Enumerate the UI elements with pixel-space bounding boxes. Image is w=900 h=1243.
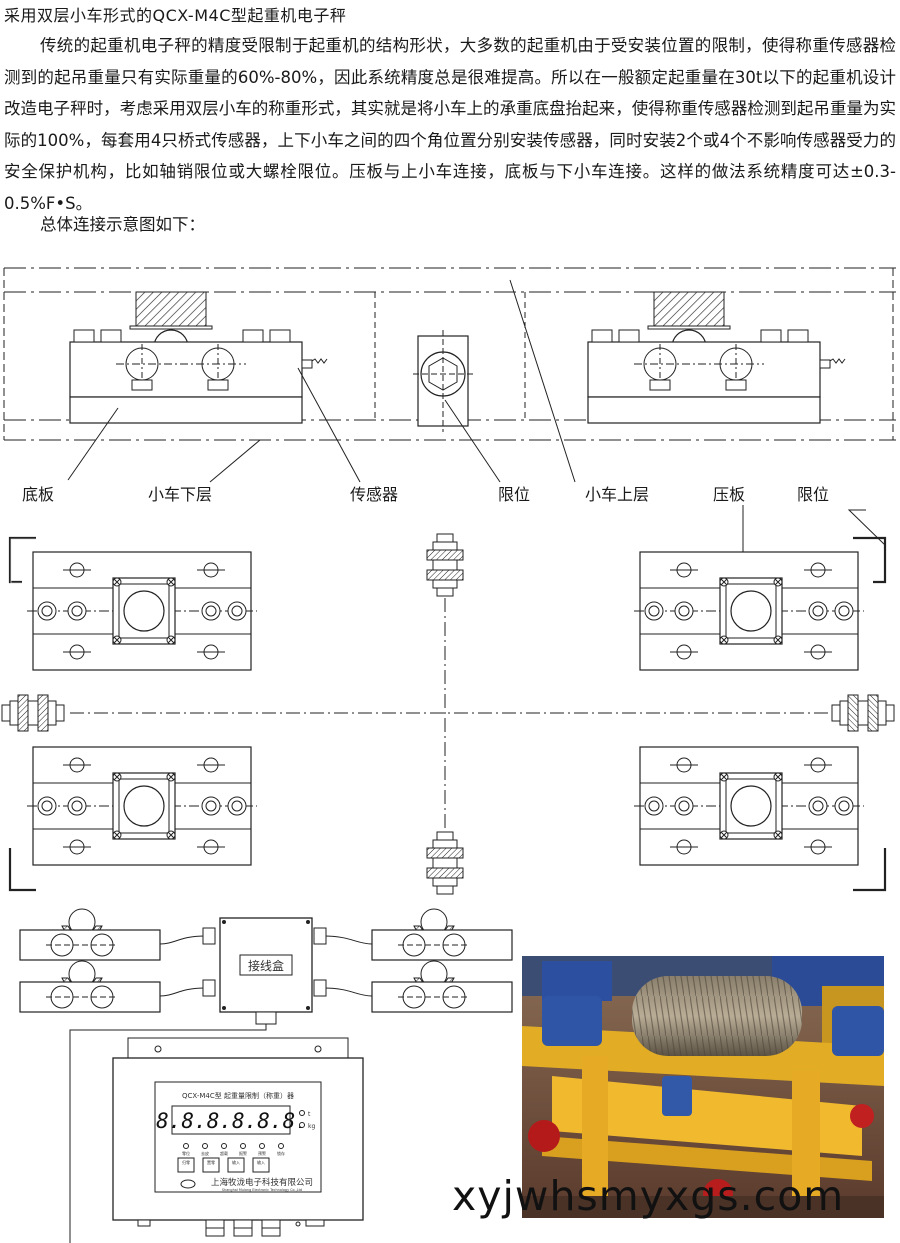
status-led-label: 零位 <box>182 1150 190 1156</box>
company-name-en: Shanghai Mulong Electronic Technology Co… <box>222 1188 302 1192</box>
corner-block-bottom-right <box>633 746 865 866</box>
status-led <box>259 1143 265 1149</box>
weighing-controller: QCX-M4C型 起重量限制（称重）器 8.8.8.8.8.8. t kg 零位… <box>112 1037 364 1237</box>
limit-bolt-bottom <box>426 831 464 895</box>
controller-key[interactable] <box>202 1157 220 1173</box>
label-base-plate: 底板 <box>22 485 54 504</box>
status-led <box>221 1143 227 1149</box>
controller-key[interactable] <box>227 1157 245 1173</box>
status-led-label: 预警 <box>258 1150 266 1156</box>
connection-diagram: 底板 小车下层 传感器 限位 小车上层 压板 限位 <box>1 267 896 1243</box>
description-paragraph: 传统的起重机电子秤的精度受限制于起重机的结构形状，大多数的起重机由于受安装位置的… <box>4 36 896 213</box>
label-lower-trolley: 小车下层 <box>148 485 212 504</box>
controller-key-label: 输入 <box>257 1159 265 1165</box>
limit-bolt-top <box>426 533 464 597</box>
page-title: 采用双层小车形式的QCX-M4C型起重机电子秤 <box>4 6 347 25</box>
controller-display: 8.8.8.8.8.8. <box>156 1109 308 1133</box>
sensor-cables <box>159 935 373 997</box>
label-upper-trolley: 小车上层 <box>585 485 649 504</box>
side-elevation: 底板 小车下层 传感器 限位 小车上层 压板 限位 <box>3 267 896 580</box>
corner-block-bottom-left <box>26 746 258 866</box>
status-leds: 零位 去皮 超载 报警 预警 锁存 <box>182 1143 285 1156</box>
corner-block-top-right <box>633 551 865 671</box>
controller-key-label: 归零 <box>182 1159 190 1165</box>
sensor-assembly-right <box>587 291 846 424</box>
load-cell-2 <box>19 960 161 1013</box>
label-press-plate: 压板 <box>713 485 745 504</box>
limit-pin-side <box>413 330 473 432</box>
label-limit-right: 限位 <box>797 485 829 504</box>
limit-bolt-right <box>831 694 895 732</box>
load-cell-3 <box>371 908 513 961</box>
diagram-intro: 总体连接示意图如下： <box>40 215 205 234</box>
junction-box: 接线盒 <box>219 917 313 1025</box>
junction-box-label: 接线盒 <box>248 958 284 973</box>
controller-key[interactable] <box>177 1157 195 1173</box>
load-cell-4 <box>371 960 513 1013</box>
unit-top-label: t <box>308 1111 311 1118</box>
sensor-assembly-left <box>69 291 328 424</box>
controller-keys: 归零 置零 输入 输入 <box>177 1157 270 1173</box>
plan-view <box>1 533 895 895</box>
crane-trolley-photo <box>522 956 884 1218</box>
controller-key-label: 置零 <box>207 1159 215 1165</box>
status-led <box>183 1143 189 1149</box>
controller-key[interactable] <box>252 1157 270 1173</box>
leader-lines <box>67 279 886 580</box>
label-sensor: 传感器 <box>350 485 398 504</box>
status-led-label: 去皮 <box>201 1150 209 1156</box>
unit-bottom-label: kg <box>308 1123 315 1130</box>
status-led <box>240 1143 246 1149</box>
status-led-label: 报警 <box>239 1150 247 1156</box>
status-led-label: 锁存 <box>277 1150 285 1156</box>
status-led <box>278 1143 284 1149</box>
status-led-label: 超载 <box>220 1150 228 1156</box>
status-led <box>202 1143 208 1149</box>
load-cell-1 <box>19 908 161 961</box>
corner-block-top-left <box>26 551 258 671</box>
company-name: 上海牧泷电子科技有限公司 <box>211 1177 313 1188</box>
watermark: xyjwhsmyxgs.com <box>452 1172 845 1220</box>
label-limit-left: 限位 <box>498 485 530 504</box>
limit-bolt-left <box>1 694 65 732</box>
company-logo <box>180 1179 196 1189</box>
controller-key-label: 输入 <box>232 1159 240 1165</box>
wiring-view: 接线盒 QCX-M4C型 起重量限制（称重）器 8.8.8.8.8.8. t k… <box>19 908 513 1243</box>
controller-model: QCX-M4C型 起重量限制（称重）器 <box>182 1091 294 1100</box>
